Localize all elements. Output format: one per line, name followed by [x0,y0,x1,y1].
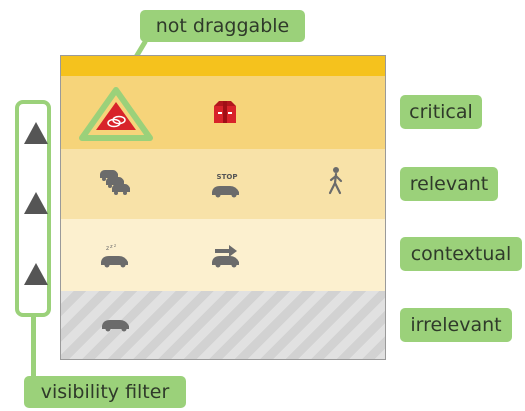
overtaking-car-icon [212,245,239,268]
stop-label: STOP [216,173,238,181]
sleepy-driver-car-icon: z z z [101,243,128,268]
critical-level-label: critical [400,95,482,129]
relevant-level-label: relevant [400,167,498,201]
filter-handle-contextual[interactable] [24,263,48,285]
svg-text:z: z [114,243,116,248]
visibility-filter-frame [15,100,51,317]
visibility-filter-label: visibility filter [24,376,186,408]
visibility-filter-connector [31,317,36,377]
hazard-warning-icon [79,87,153,141]
car-icon [102,320,129,332]
svg-text:z: z [110,244,113,250]
filter-handle-relevant[interactable] [24,192,48,214]
priority-panel: STOP z z z [60,55,386,360]
contextual-band [61,219,385,291]
contextual-level-label: contextual [400,237,522,271]
pedestrian-icon [328,167,343,195]
stopped-car-icon [212,186,239,198]
top-strip [61,56,385,76]
irrelevant-level-label: irrelevant [400,308,512,342]
svg-text:z: z [106,245,109,252]
package-icon [214,101,236,123]
not-draggable-label: not draggable [140,10,305,42]
filter-handle-critical[interactable] [24,122,48,144]
traffic-jam-icon [100,170,130,195]
